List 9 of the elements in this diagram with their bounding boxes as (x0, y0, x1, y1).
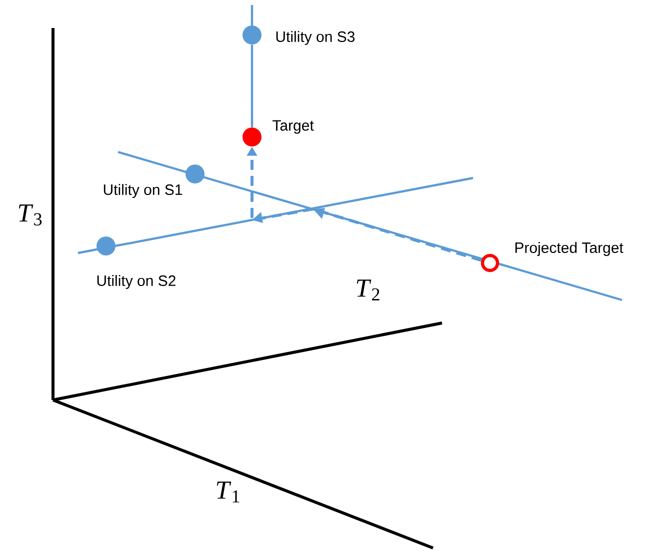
point-label: Projected Target (515, 242, 624, 256)
axis-label: T$_{3}$ (18, 204, 42, 226)
point-label: Utility on S1 (104, 184, 182, 198)
utility-line (250, 44, 254, 128)
point-label: Utility on S2 (97, 275, 176, 289)
axis-label: T$_{2}$ (356, 280, 380, 300)
axis-label: T$_{1}$ (216, 482, 240, 502)
point-label: Target (272, 120, 314, 134)
point-label: Utility on S3 (276, 31, 355, 45)
